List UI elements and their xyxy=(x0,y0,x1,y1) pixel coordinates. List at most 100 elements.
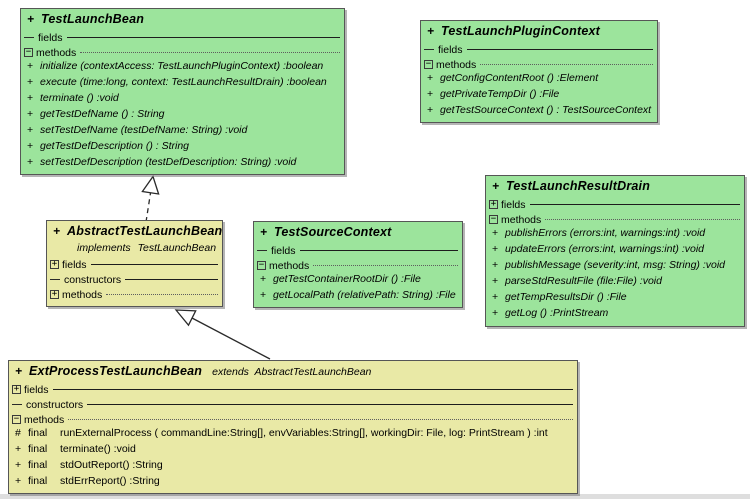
member-signature: stdErrReport() :String xyxy=(60,475,160,487)
section-methods: −methods xyxy=(9,412,577,427)
implements-connector[interactable] xyxy=(141,175,160,223)
member-signature: stdOutReport() :String xyxy=(60,459,163,471)
section-label: fields xyxy=(24,383,49,396)
member-signature: getLocalPath (relativePath: String) :Fil… xyxy=(273,289,456,301)
member-signature: setTestDefName (testDefName: String) :vo… xyxy=(40,124,248,136)
member-row[interactable]: +updateErrors (errors:int, warnings:int)… xyxy=(486,243,744,259)
member-visibility-symbol: + xyxy=(427,72,434,84)
member-modifier: final xyxy=(28,427,48,439)
member-visibility-symbol: + xyxy=(427,104,434,116)
member-signature: getTestContainerRootDir () :File xyxy=(273,273,421,285)
member-row[interactable]: + getConfigContentRoot () :Element xyxy=(421,72,657,88)
collapse-minus-icon[interactable]: − xyxy=(257,260,266,270)
section-rule xyxy=(90,264,218,265)
expand-plus-icon[interactable]: + xyxy=(12,384,21,394)
member-row[interactable]: +publishErrors (errors:int, warnings:int… xyxy=(486,227,744,243)
member-visibility-symbol: + xyxy=(27,124,34,136)
section-fields: +fields xyxy=(47,257,222,272)
collapse-minus-icon[interactable]: − xyxy=(12,414,21,424)
member-modifier: final xyxy=(28,475,48,487)
section-fields: fields xyxy=(421,42,657,57)
member-row[interactable]: +getTestContainerRootDir () :File xyxy=(254,273,462,289)
member-row[interactable]: + setTestDefName (testDefName: String) :v… xyxy=(21,124,344,140)
member-row[interactable]: + final stdErrReport() :String xyxy=(9,475,577,491)
member-row[interactable]: +execute (time:long, context: TestLaunch… xyxy=(21,76,344,92)
section-label: fields xyxy=(62,258,87,271)
class-name: TestLaunchPluginContext xyxy=(441,24,601,38)
section-constructors: constructors xyxy=(9,397,577,412)
member-signature: publishMessage (severity:int, msg: Strin… xyxy=(505,259,726,271)
collapse-minus-icon[interactable]: − xyxy=(424,59,433,69)
class-title-row: +TestLaunchBean xyxy=(21,9,344,30)
member-row[interactable]: +getPrivateTempDir () :File xyxy=(421,88,657,104)
member-row[interactable]: +getTempResultsDir () :File xyxy=(486,291,744,307)
section-fields: +fields xyxy=(486,197,744,212)
member-visibility-symbol: + xyxy=(260,289,267,301)
member-row[interactable]: +terminate () :void xyxy=(21,92,344,108)
section-rule xyxy=(125,279,218,280)
class-visibility-symbol: + xyxy=(53,224,61,238)
section-rule xyxy=(466,49,653,50)
member-signature: initialize (contextAccess: TestLaunchPlu… xyxy=(40,60,324,72)
member-row[interactable]: +setTestDefDescription (testDefDescripti… xyxy=(21,156,344,172)
member-row[interactable]: +publishMessage (severity:int, msg: Stri… xyxy=(486,259,744,275)
member-row[interactable]: + getTestSourceContext () : TestSourceCon… xyxy=(421,104,657,120)
member-row[interactable]: +getTestDefDescription () : String xyxy=(21,140,344,156)
class-visibility-symbol: + xyxy=(260,225,268,239)
implements-arrowhead xyxy=(141,175,160,195)
member-signature: getConfigContentRoot () :Element xyxy=(440,72,599,84)
member-signature: getTestDefName () : String xyxy=(40,108,165,120)
section-rule xyxy=(68,419,573,420)
member-visibility-symbol: + xyxy=(27,140,34,152)
member-signature: parseStdResultFile (file:File) :void xyxy=(505,275,662,287)
expand-plus-icon[interactable]: + xyxy=(50,289,59,299)
section-label: fields xyxy=(271,244,296,257)
collapse-minus-icon[interactable]: − xyxy=(489,214,498,224)
member-row[interactable]: +parseStdResultFile (file:File) :void xyxy=(486,275,744,291)
member-visibility-symbol: + xyxy=(492,307,499,319)
section-rule xyxy=(529,204,740,205)
member-signature: getLog () :PrintStream xyxy=(505,307,609,319)
section-rule xyxy=(313,265,458,266)
member-row[interactable]: + getTestDefName () : String xyxy=(21,108,344,124)
member-signature: updateErrors (errors:int, warnings:int) … xyxy=(505,243,704,255)
expand-plus-icon[interactable]: + xyxy=(489,199,498,209)
section-label: fields xyxy=(501,198,526,211)
section-rule xyxy=(106,294,218,295)
section-methods: +methods xyxy=(47,287,222,302)
class-name: TestLaunchResultDrain xyxy=(506,179,651,193)
section-label: methods xyxy=(24,413,65,426)
class-box-TestLaunchResultDrain[interactable]: +TestLaunchResultDrain+fields−methods+pu… xyxy=(485,175,745,327)
relation-label: implements TestLaunchBean xyxy=(77,242,217,254)
member-signature: publishErrors (errors:int, warnings:int)… xyxy=(505,227,706,239)
class-title-row: + TestSourceContext xyxy=(254,222,462,243)
member-row[interactable]: + getLog () :PrintStream xyxy=(486,307,744,323)
expand-plus-icon[interactable]: + xyxy=(50,259,59,269)
section-label: constructors xyxy=(26,398,84,411)
class-visibility-symbol: + xyxy=(427,24,435,38)
extends-connector[interactable] xyxy=(174,309,271,360)
member-visibility-symbol: + xyxy=(15,475,22,487)
section-rule xyxy=(545,219,740,220)
member-row[interactable]: + getLocalPath (relativePath: String) :Fi… xyxy=(254,289,462,305)
member-visibility-symbol: + xyxy=(27,108,34,120)
class-visibility-symbol: + xyxy=(27,12,35,26)
collapsed-dash-icon xyxy=(424,49,434,50)
member-signature: getTestSourceContext () : TestSourceCont… xyxy=(440,104,652,116)
member-row[interactable]: +initialize (contextAccess: TestLaunchPl… xyxy=(21,60,344,76)
class-name: TestSourceContext xyxy=(274,225,392,239)
member-signature: getTempResultsDir () :File xyxy=(505,291,627,303)
collapsed-dash-icon xyxy=(257,250,267,251)
member-signature: terminate () :void xyxy=(40,92,119,104)
class-title-row: + TestLaunchPluginContext xyxy=(421,21,657,42)
collapse-minus-icon[interactable]: − xyxy=(24,47,33,57)
